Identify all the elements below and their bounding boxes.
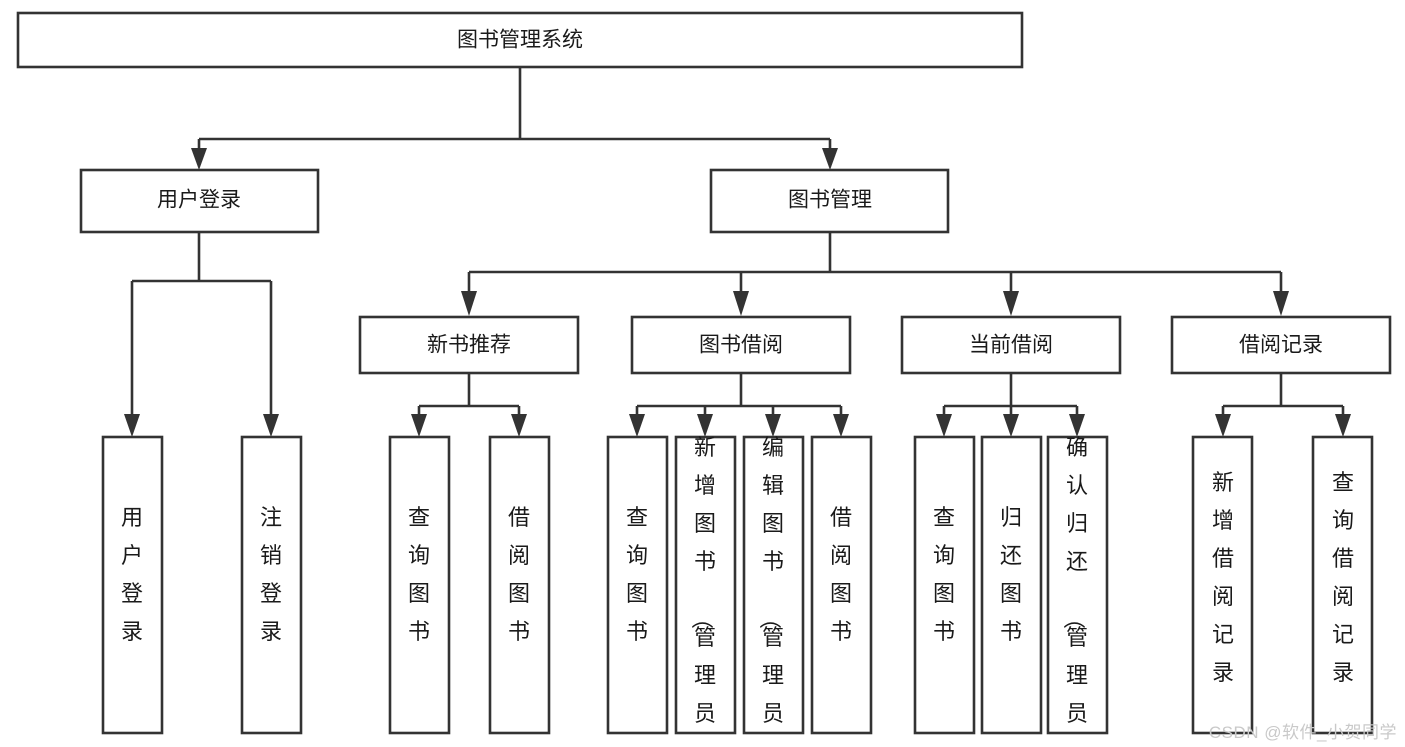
leaf-node[interactable]: 确认归还（管理员） <box>1046 435 1109 747</box>
leaf-node[interactable]: 用户登录 <box>101 435 164 735</box>
leaf-box-user-login[interactable] <box>101 435 164 735</box>
arrow-to-recommend-leaf-1 <box>411 414 427 437</box>
leaf-box-add-book-admin[interactable] <box>674 435 737 735</box>
csdn-watermark: CSDN @软件_小贺同学 <box>1208 723 1397 742</box>
leaf-label-query-borrow-record: 查询借阅记录 <box>1332 470 1354 685</box>
arrow-to-borrow-leaf-3 <box>765 414 781 437</box>
leaf-label-return-book: 归还图书 <box>1000 505 1022 644</box>
leaf-box-add-borrow-record[interactable] <box>1191 435 1254 735</box>
leaf-node[interactable]: 借阅图书 <box>488 435 551 735</box>
leaf-box-confirm-return-admin[interactable] <box>1046 435 1109 735</box>
arrow-to-user-login-leaf <box>124 414 140 437</box>
arrow-to-borrow-leaf-1 <box>629 414 645 437</box>
node-user-login-label: 用户登录 <box>157 189 241 212</box>
leaf-node[interactable]: 编辑图书（管理员） <box>742 435 805 747</box>
arrow-to-record-leaf-2 <box>1335 414 1351 437</box>
leaf-label-borrow-book-2: 借阅图书 <box>830 505 852 644</box>
leaf-box-borrow-book-1[interactable] <box>488 435 551 735</box>
node-book-management-label: 图书管理 <box>788 189 872 212</box>
arrow-to-recommend-leaf-2 <box>511 414 527 437</box>
leaf-box-query-book-3[interactable] <box>913 435 976 735</box>
node-borrow-record-label: 借阅记录 <box>1239 334 1323 357</box>
leaf-node[interactable]: 新增借阅记录 <box>1191 435 1254 735</box>
arrow-to-borrow-record <box>1273 291 1289 316</box>
leaf-label-logout: 注销登录 <box>260 505 282 644</box>
leaf-label-edit-book-admin: 编辑图书（管理员） <box>757 435 784 747</box>
arrow-to-book-borrow <box>733 291 749 316</box>
node-current-borrow-box[interactable] <box>900 315 1122 375</box>
node-borrow-record-box[interactable] <box>1170 315 1392 375</box>
leaf-node[interactable]: 查询借阅记录 <box>1311 435 1374 735</box>
leaf-label-query-book-1: 查询图书 <box>408 505 430 644</box>
leaf-node[interactable]: 查询图书 <box>606 435 669 735</box>
arrow-to-record-leaf-1 <box>1215 414 1231 437</box>
node-new-book-recommend-box[interactable] <box>358 315 580 375</box>
leaf-box-return-book[interactable] <box>980 435 1043 735</box>
leaf-box-logout[interactable] <box>240 435 303 735</box>
leaf-label-add-book-admin: 新增图书（管理员） <box>689 435 716 747</box>
node-user-login[interactable]: 用户登录 <box>79 168 320 234</box>
node-new-book-recommend-label: 新书推荐 <box>427 334 511 357</box>
node-book-management[interactable]: 图书管理 <box>709 168 950 234</box>
leaf-label-add-borrow-record: 新增借阅记录 <box>1212 470 1234 685</box>
arrow-to-current-leaf-2 <box>1003 414 1019 437</box>
leaf-node[interactable]: 查询图书 <box>388 435 451 735</box>
leaf-box-borrow-book-2[interactable] <box>810 435 873 735</box>
node-current-borrow[interactable]: 当前借阅 <box>900 315 1122 375</box>
leaf-node[interactable]: 归还图书 <box>980 435 1043 735</box>
edge-group <box>124 67 1351 437</box>
node-user-login-box[interactable] <box>79 168 320 234</box>
leaf-label-query-book-3: 查询图书 <box>933 505 955 644</box>
arrow-to-book-management <box>822 148 838 170</box>
arrow-to-new-book-recommend <box>461 291 477 316</box>
arrow-to-user-login <box>191 148 207 170</box>
node-book-borrow[interactable]: 图书借阅 <box>630 315 852 375</box>
node-root-label: 图书管理系统 <box>457 29 583 52</box>
leaf-label-user-login: 用户登录 <box>121 505 143 644</box>
leaf-box-query-borrow-record[interactable] <box>1311 435 1374 735</box>
node-book-borrow-box[interactable] <box>630 315 852 375</box>
leaf-node[interactable]: 新增图书（管理员） <box>674 435 737 747</box>
node-borrow-record[interactable]: 借阅记录 <box>1170 315 1392 375</box>
arrow-to-borrow-leaf-4 <box>833 414 849 437</box>
leaf-node[interactable]: 查询图书 <box>913 435 976 735</box>
arrow-to-current-borrow <box>1003 291 1019 316</box>
leaf-node[interactable]: 注销登录 <box>240 435 303 735</box>
leaf-label-borrow-book-1: 借阅图书 <box>508 505 530 644</box>
node-new-book-recommend[interactable]: 新书推荐 <box>358 315 580 375</box>
leaf-node[interactable]: 借阅图书 <box>810 435 873 735</box>
node-book-management-box[interactable] <box>709 168 950 234</box>
leaf-box-query-book-1[interactable] <box>388 435 451 735</box>
arrow-to-logout-leaf <box>263 414 279 437</box>
node-root-box[interactable] <box>16 11 1024 69</box>
leaf-box-edit-book-admin[interactable] <box>742 435 805 735</box>
node-book-borrow-label: 图书借阅 <box>699 334 783 357</box>
node-current-borrow-label: 当前借阅 <box>969 334 1053 357</box>
node-root[interactable]: 图书管理系统 <box>16 11 1024 69</box>
leaf-label-query-book-2: 查询图书 <box>626 505 648 644</box>
arrow-to-current-leaf-3 <box>1069 414 1085 437</box>
leaf-label-confirm-return-admin: 确认归还（管理员） <box>1061 435 1088 747</box>
arrow-to-borrow-leaf-2 <box>697 414 713 437</box>
leaf-box-query-book-2[interactable] <box>606 435 669 735</box>
arrow-to-current-leaf-1 <box>936 414 952 437</box>
